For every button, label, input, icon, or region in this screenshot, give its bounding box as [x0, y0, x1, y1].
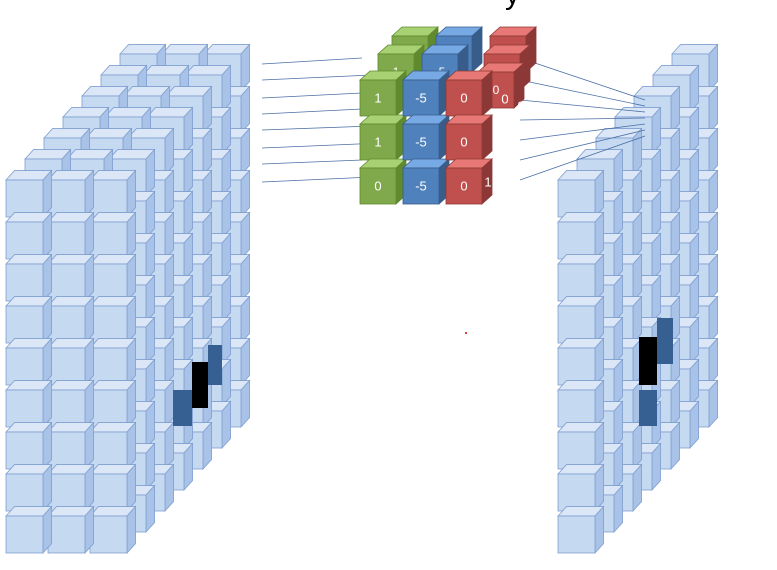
input-block	[89, 253, 137, 303]
input-block	[47, 505, 95, 555]
kernel-blue-cube: -5	[401, 70, 451, 117]
input-receptive-highlight-side	[208, 345, 222, 385]
output-activation-highlight-low	[639, 390, 657, 426]
kernel-side-value: 1	[517, 141, 524, 156]
input-block	[89, 505, 137, 555]
output-block	[557, 211, 605, 261]
input-block	[89, 211, 137, 261]
input-block	[47, 463, 95, 513]
kernel-side-value: 0	[517, 98, 524, 113]
kernel-value-label: 1	[374, 90, 381, 105]
kernel-value-label: 0	[493, 83, 500, 97]
output-block	[557, 379, 605, 429]
input-block	[89, 379, 137, 429]
output-activation-highlight	[639, 337, 657, 385]
output-block	[557, 337, 605, 387]
connector-line	[519, 79, 646, 107]
connector-line	[519, 129, 646, 161]
connector-line	[519, 99, 646, 113]
input-block	[47, 421, 95, 471]
input-block	[47, 211, 95, 261]
input-block	[89, 295, 137, 345]
kernel-green-cube: 0	[358, 158, 408, 205]
input-block	[5, 253, 53, 303]
stray-title-glyph: y	[505, 0, 520, 11]
output-block	[557, 505, 605, 555]
kernel-side-value: 0	[501, 91, 508, 106]
input-receptive-highlight	[173, 390, 192, 426]
input-block	[47, 379, 95, 429]
kernel-red-cube: 0	[444, 158, 494, 205]
kernel-side-value: 0	[501, 155, 508, 170]
kernel-blue-cube: -5	[401, 114, 451, 161]
output-volume	[557, 43, 719, 555]
kernel-value-label: -5	[415, 178, 427, 193]
kernel-blue-cube: -5	[401, 158, 451, 205]
kernel-value-label: 0	[460, 90, 467, 105]
connector-lines	[261, 57, 646, 183]
connector-line	[261, 74, 373, 81]
output-activation-highlight-side	[657, 318, 673, 364]
kernel-value-label: 0	[460, 178, 467, 193]
input-block	[89, 169, 137, 219]
output-block	[557, 463, 605, 513]
kernel-value-label: -5	[415, 134, 427, 149]
input-block	[47, 169, 95, 219]
input-block	[89, 337, 137, 387]
connector-line	[261, 57, 363, 65]
kernel-side-value: 0	[501, 115, 508, 130]
kernel-value-label: -5	[415, 90, 427, 105]
input-receptive-highlight-dark	[192, 362, 208, 408]
connector-line	[519, 57, 646, 101]
input-block	[47, 253, 95, 303]
kernel-side-value: 1	[484, 174, 491, 189]
input-block	[47, 337, 95, 387]
kernel-green-cube: 1	[358, 114, 408, 161]
input-block	[5, 463, 53, 513]
kernel-value-label: 0	[460, 134, 467, 149]
input-block	[89, 421, 137, 471]
connector-line	[261, 125, 373, 131]
output-block	[557, 253, 605, 303]
connector-line	[261, 108, 363, 115]
output-block	[557, 421, 605, 471]
connector-line	[519, 117, 646, 121]
input-block	[5, 505, 53, 555]
input-block	[89, 463, 137, 513]
input-block	[5, 169, 53, 219]
input-block	[5, 379, 53, 429]
input-block	[5, 337, 53, 387]
output-block	[557, 169, 605, 219]
connector-line	[519, 123, 646, 141]
kernel-value-label: 1	[374, 134, 381, 149]
kernel-red-cube: 0	[444, 70, 494, 117]
connector-line	[261, 176, 373, 183]
output-block	[557, 295, 605, 345]
input-block	[5, 295, 53, 345]
connector-line	[261, 159, 363, 165]
input-block	[5, 421, 53, 471]
connector-line	[519, 135, 646, 181]
kernel-value-label: 0	[374, 178, 381, 193]
input-block	[5, 211, 53, 261]
kernel-green-cube: 1	[358, 70, 408, 117]
stray-red-dot	[465, 332, 467, 334]
input-volume	[5, 43, 251, 555]
kernel-red-cube: 0	[444, 114, 494, 161]
input-block	[47, 295, 95, 345]
